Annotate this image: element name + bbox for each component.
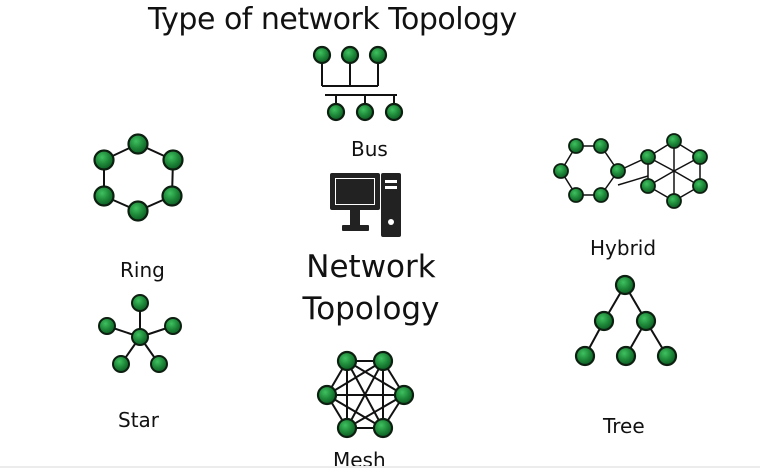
tree-node (615, 345, 637, 367)
star-nodes (98, 294, 182, 373)
hybrid-nodes (553, 133, 708, 209)
tree-root-node (614, 274, 636, 296)
ring-node (127, 133, 149, 155)
desktop-computer-icon (330, 173, 401, 237)
tree-nodes (574, 274, 678, 367)
hybrid-node (666, 133, 682, 149)
hybrid-node (640, 178, 656, 194)
bus-node (355, 102, 375, 122)
star-node (164, 317, 182, 335)
bus-node (384, 102, 404, 122)
bus-node (326, 102, 346, 122)
bus-label: Bus (351, 137, 388, 161)
star-node (98, 317, 116, 335)
mesh-nodes (316, 350, 415, 439)
hybrid-node (666, 193, 682, 209)
ring-node (93, 149, 115, 171)
mesh-label: Mesh (333, 448, 386, 472)
center-title-line2: Topology (302, 291, 440, 327)
ring-node (93, 185, 115, 207)
star-node (131, 294, 149, 312)
hybrid-node (610, 163, 626, 179)
star-hub-node (131, 328, 149, 346)
mesh-link (326, 394, 384, 429)
hybrid-node (692, 178, 708, 194)
ring-label: Ring (120, 258, 165, 282)
tree-node (635, 310, 657, 332)
mesh-link (346, 360, 405, 396)
hybrid-node (593, 187, 609, 203)
tree-node (574, 345, 596, 367)
bus-node (312, 45, 332, 65)
star-node (112, 355, 130, 373)
mesh-node (316, 384, 338, 406)
mesh-node (372, 350, 394, 372)
mesh-link (346, 394, 405, 429)
hybrid-node (568, 138, 584, 154)
bus-node (368, 45, 388, 65)
mesh-topology (326, 360, 405, 429)
hybrid-node (640, 149, 656, 165)
hybrid-node (568, 187, 584, 203)
hybrid-node (553, 163, 569, 179)
ring-node (161, 185, 183, 207)
page-title: Type of network Topology (148, 2, 517, 37)
center-title: Network Topology (296, 246, 446, 330)
bus-nodes (312, 45, 404, 122)
hybrid-node (593, 138, 609, 154)
mesh-node (336, 417, 358, 439)
hybrid-node (692, 149, 708, 165)
mesh-link (326, 360, 384, 396)
ring-node (127, 200, 149, 222)
tree-node (656, 345, 678, 367)
ring-node (162, 149, 184, 171)
tree-node (593, 310, 615, 332)
hybrid-label: Hybrid (590, 236, 657, 260)
mesh-node (336, 350, 358, 372)
mesh-node (393, 384, 415, 406)
ring-nodes (93, 133, 184, 222)
divider (0, 466, 760, 468)
star-node (150, 355, 168, 373)
center-title-line1: Network (306, 249, 436, 285)
tree-label: Tree (603, 414, 645, 438)
mesh-node (372, 417, 394, 439)
star-label: Star (118, 408, 160, 432)
bus-topology (321, 55, 397, 111)
bus-node (340, 45, 360, 65)
